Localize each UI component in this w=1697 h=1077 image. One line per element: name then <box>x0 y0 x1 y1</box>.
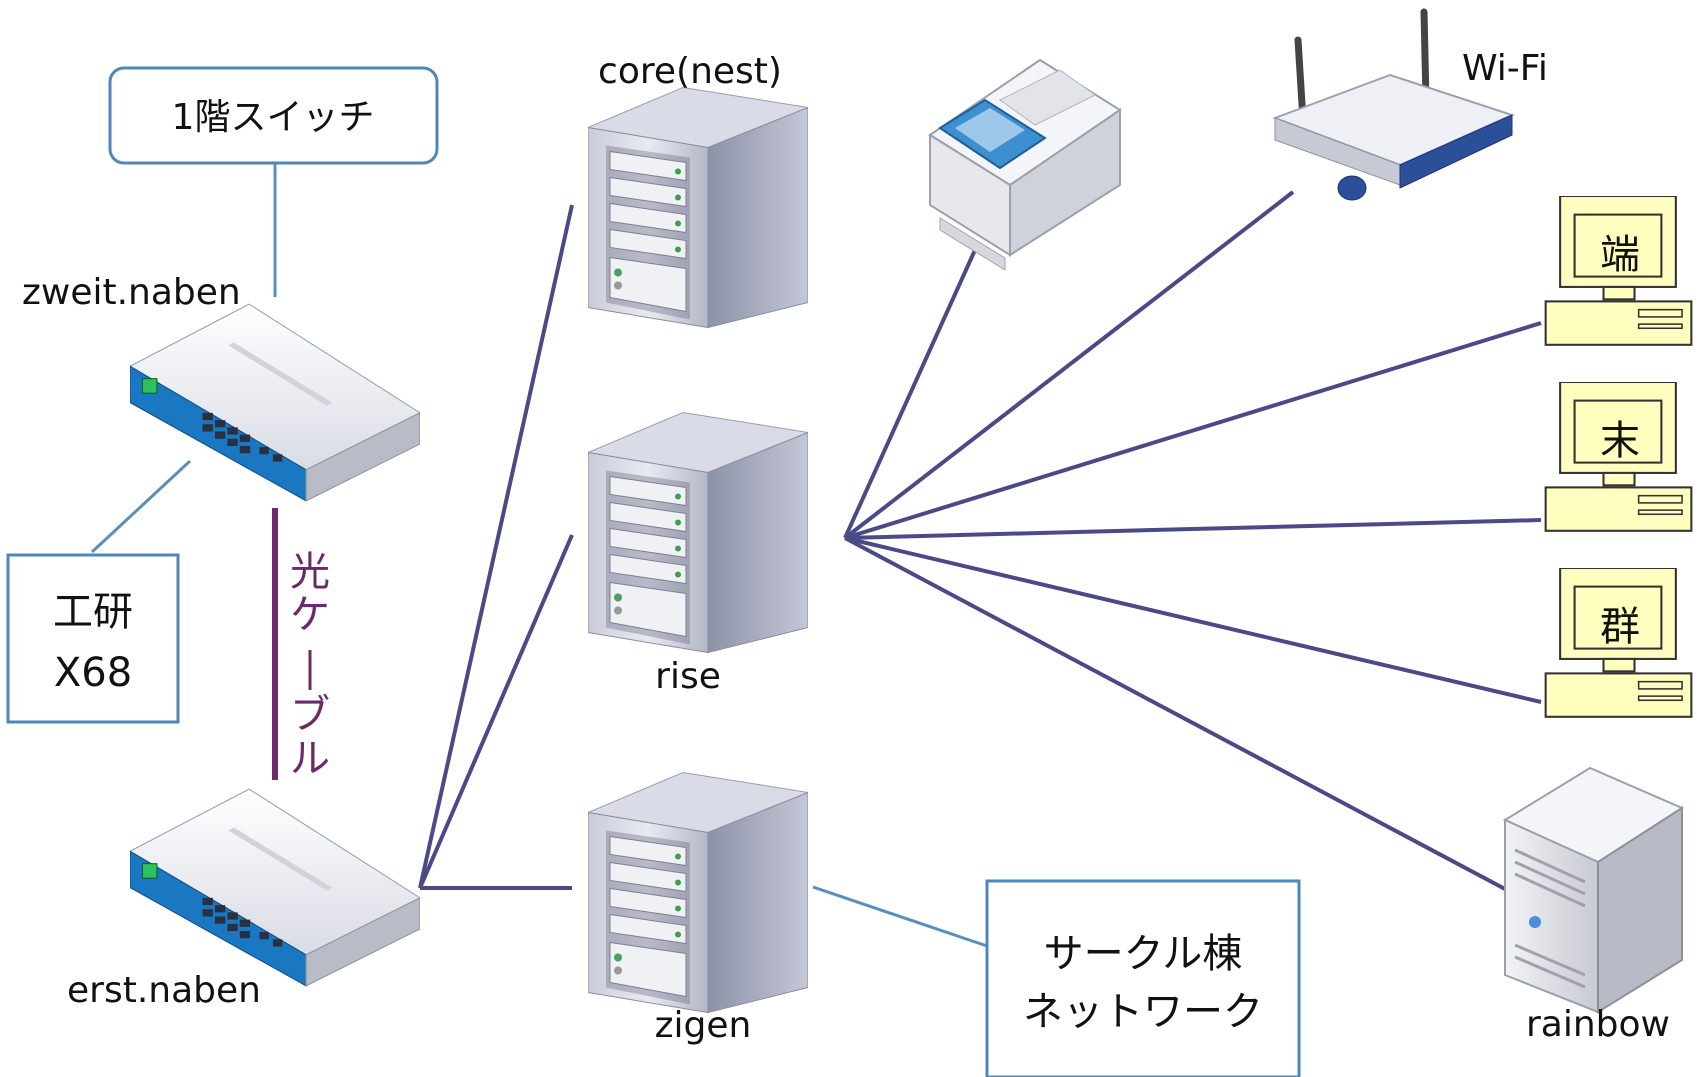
floor-switch-box: 1階スイッチ <box>108 66 439 165</box>
lab-box: 工研 X68 <box>6 553 180 724</box>
switch-erst-label: erst.naben <box>67 970 261 1011</box>
link-switch-to-core <box>418 204 574 889</box>
server-zigen: zigen <box>588 771 808 1046</box>
terminal-3-char: 群 <box>1600 604 1640 650</box>
terminal-2-char: 末 <box>1600 418 1640 464</box>
cable-char-4: ブ <box>290 692 330 738</box>
fiber-cable-label: 光 ケ ブ ル <box>290 549 330 782</box>
server-rise: rise <box>588 411 808 697</box>
switch-erst: erst.naben <box>67 788 420 1011</box>
link-switch-to-rise <box>418 534 574 889</box>
terminal-1-char: 端 <box>1600 232 1640 278</box>
link-zigen-to-circle <box>812 885 988 948</box>
wifi-antenna-left <box>1294 36 1307 124</box>
server-core-label: core(nest) <box>598 51 782 92</box>
server-zigen-label: zigen <box>655 1005 752 1046</box>
wifi-label: Wi-Fi <box>1462 48 1548 89</box>
cable-char-5: ル <box>290 736 330 782</box>
terminal-2: 末 <box>1544 382 1693 532</box>
link-rise-to-printer <box>843 249 977 539</box>
switch-zweit-label: zweit.naben <box>22 272 241 313</box>
pc-rainbow-label: rainbow <box>1526 1004 1670 1045</box>
lab-label-line1: 工研 <box>53 589 133 635</box>
link-rise-to-terminal-3 <box>844 536 1542 704</box>
server-rise-label: rise <box>655 656 721 697</box>
floor-switch-label: 1階スイッチ <box>172 97 375 138</box>
circle-network-line1: サークル棟 <box>1044 931 1243 977</box>
server-core: core(nest) <box>588 51 808 329</box>
terminal-3: 群 <box>1544 568 1693 718</box>
link-rise-to-terminal-1 <box>844 321 1542 540</box>
link-lab-to-zweit <box>90 459 192 554</box>
wifi-antenna-right <box>1420 8 1430 104</box>
pc-power-led <box>1529 916 1541 928</box>
link-lines <box>90 162 1542 948</box>
circle-network-box: サークル棟 ネットワーク <box>985 879 1301 1077</box>
circle-network-line2: ネットワーク <box>1023 989 1263 1035</box>
link-rise-to-terminal-2 <box>844 518 1542 540</box>
wifi-router: Wi-Fi <box>1272 8 1548 201</box>
lab-label-line2: X68 <box>54 650 132 696</box>
printer <box>928 58 1122 271</box>
cable-char-2: ケ <box>290 592 330 638</box>
terminal-1: 端 <box>1544 196 1693 346</box>
switch-zweit: zweit.naben <box>22 272 420 502</box>
link-rise-to-rainbow <box>844 536 1506 891</box>
link-rise-to-wifi <box>843 190 1295 540</box>
cable-char-1: 光 <box>290 549 330 595</box>
pc-rainbow: rainbow <box>1502 766 1685 1045</box>
